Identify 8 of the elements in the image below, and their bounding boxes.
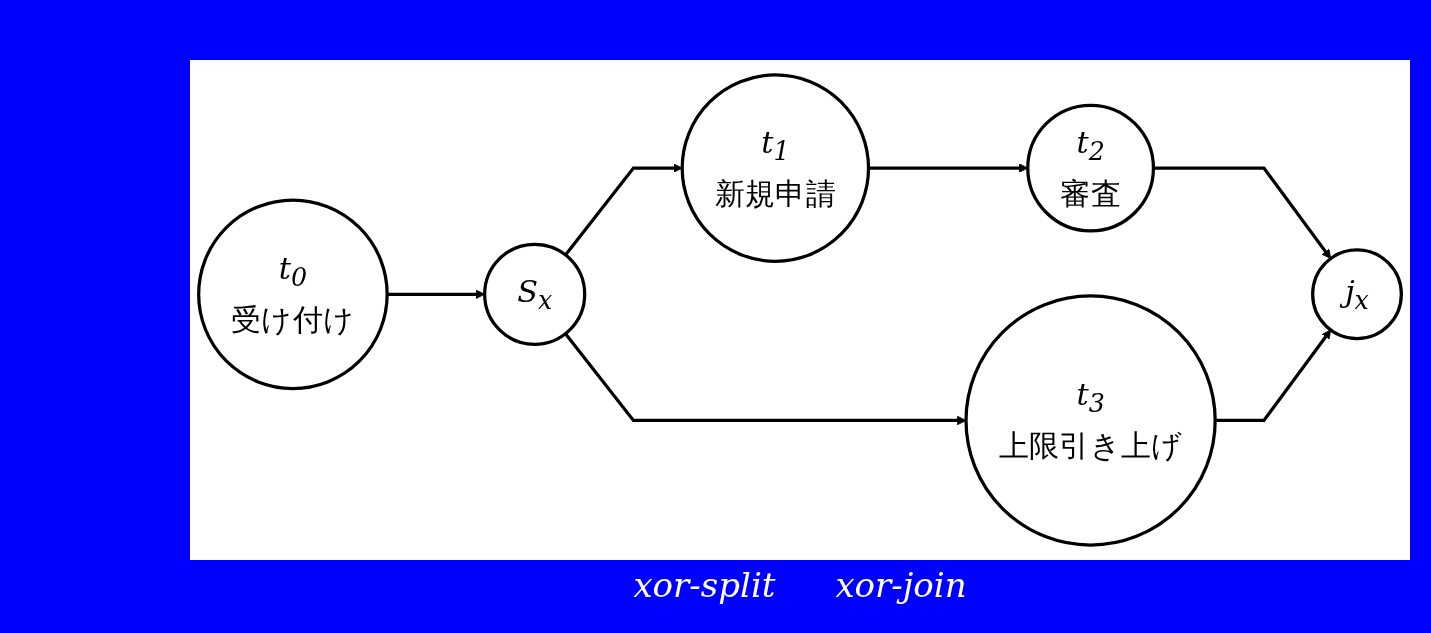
annotation-text: xor-split — [633, 565, 776, 605]
node-circle: t$_{0}$ 受け付け — [197, 198, 389, 391]
node-circle: t$_{1}$ 新規申請 — [680, 73, 871, 263]
node-circle: S$_{x}$ — [483, 242, 587, 346]
annotation-text: xor-join — [835, 565, 967, 605]
node-circle: j$_{x}$ — [1311, 248, 1403, 341]
node-circle: t$_{3}$ 上限引き上げ — [964, 294, 1217, 547]
node-circle: t$_{2}$ 審査 — [1026, 103, 1156, 233]
